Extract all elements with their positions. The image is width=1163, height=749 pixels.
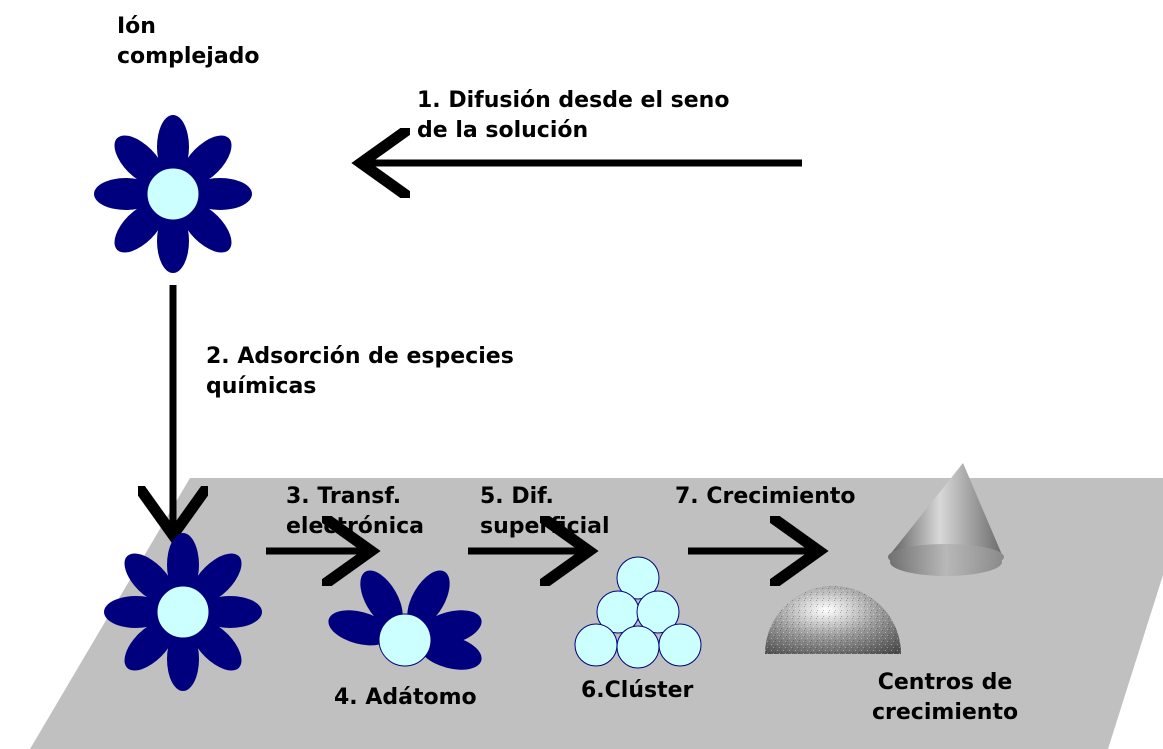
ligand-petal: [190, 553, 242, 605]
label-step-5-surface-diffusion: 5. Dif.superficial: [480, 484, 610, 539]
ligand-petal: [360, 570, 403, 629]
ligand-petal: [167, 533, 199, 597]
ligand-petal: [198, 596, 262, 628]
ligand-petal: [114, 201, 166, 253]
cone-growth-center-icon: [888, 463, 1004, 576]
ligand-petal: [419, 634, 482, 670]
label-step-3-electron-transfer: 3. Transf.electrónica: [286, 484, 424, 539]
label-step-7-growth: 7. Crecimiento: [675, 484, 856, 509]
cluster-atom: [658, 623, 702, 667]
ligand-petal: [94, 178, 158, 210]
label-step-6-cluster: 6.Clúster: [581, 678, 694, 703]
cluster-atom: [616, 625, 660, 669]
ligand-petal: [114, 135, 166, 187]
adsorbed-ion-icon: [104, 533, 262, 691]
ligand-petal: [180, 201, 232, 253]
metal-ion-core: [146, 167, 200, 221]
dome-growth-center-icon: [765, 586, 901, 654]
ligand-petal: [124, 619, 176, 671]
ligand-petal: [407, 570, 450, 629]
cluster-icon: [574, 556, 702, 669]
cluster-atom: [616, 556, 660, 600]
metal-ion-core: [156, 585, 210, 639]
electrode-surface: [30, 478, 1163, 749]
ligand-petal: [328, 610, 391, 646]
label-step-4-adatom: 4. Adátomo: [334, 685, 477, 710]
ligand-petal: [167, 627, 199, 691]
ligand-petal: [190, 619, 242, 671]
ligand-petal: [188, 178, 252, 210]
ligand-petal: [157, 209, 189, 273]
metal-ion-core: [378, 613, 432, 667]
adatom-icon: [328, 570, 482, 670]
ligand-petal: [124, 553, 176, 605]
ligand-petal: [157, 115, 189, 179]
ligand-petal: [180, 135, 232, 187]
cluster-atom: [636, 590, 680, 634]
ligand-petal: [104, 596, 168, 628]
complexed-ion-icon: [94, 115, 252, 273]
cluster-atom: [574, 623, 618, 667]
